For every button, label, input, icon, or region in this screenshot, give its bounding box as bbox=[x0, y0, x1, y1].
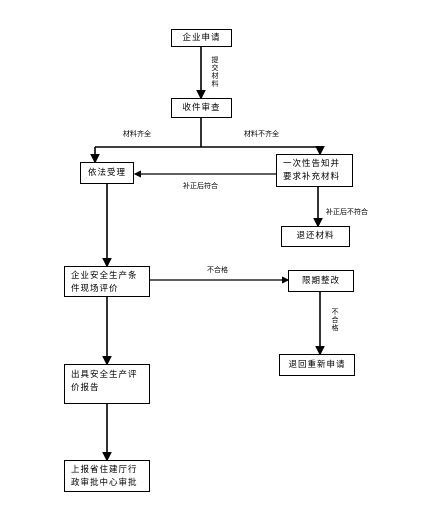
node-evaluate-label: 企业安全生产条件现场评价 bbox=[71, 271, 138, 294]
node-apply: 企业申请 bbox=[171, 29, 232, 47]
node-submit-label: 上报省住建厅行政审批中心审批 bbox=[71, 465, 138, 488]
edge-label-not-qualified-2: 不合格 bbox=[331, 308, 339, 332]
node-accept-label: 依法受理 bbox=[87, 167, 126, 178]
node-apply-label: 企业申请 bbox=[182, 32, 221, 43]
node-submit: 上报省住建厅行政审批中心审批 bbox=[64, 460, 150, 492]
node-notify: 一次性告知并要求补充材料 bbox=[276, 154, 353, 187]
node-reapply-label: 退回重新申请 bbox=[288, 359, 346, 370]
node-report: 出具安全生产评价报告 bbox=[64, 364, 150, 404]
node-review-label: 收件审查 bbox=[182, 102, 221, 113]
node-evaluate: 企业安全生产条件现场评价 bbox=[64, 266, 150, 297]
node-review: 收件审查 bbox=[171, 98, 232, 118]
node-reapply: 退回重新申请 bbox=[279, 354, 355, 376]
edge-label-not-qualified-1: 不合格 bbox=[207, 266, 228, 274]
node-notify-label: 一次性告知并要求补充材料 bbox=[283, 159, 341, 182]
edge-label-complete: 材料齐全 bbox=[123, 130, 151, 138]
edge-label-fixed-not-ok: 补正后不符合 bbox=[326, 208, 368, 216]
node-accept: 依法受理 bbox=[80, 162, 134, 184]
node-rectify-label: 限期整改 bbox=[301, 275, 340, 286]
node-report-label: 出具安全生产评价报告 bbox=[71, 370, 138, 393]
edge-label-submit-materials: 提交材料 bbox=[211, 56, 219, 88]
edge-label-incomplete: 材料不齐全 bbox=[244, 130, 279, 138]
node-rectify: 限期整改 bbox=[288, 270, 354, 292]
node-return-materials-label: 退还材料 bbox=[296, 231, 335, 241]
node-return-materials: 退还材料 bbox=[281, 226, 350, 247]
edge-label-fixed-ok: 补正后符合 bbox=[183, 182, 218, 190]
